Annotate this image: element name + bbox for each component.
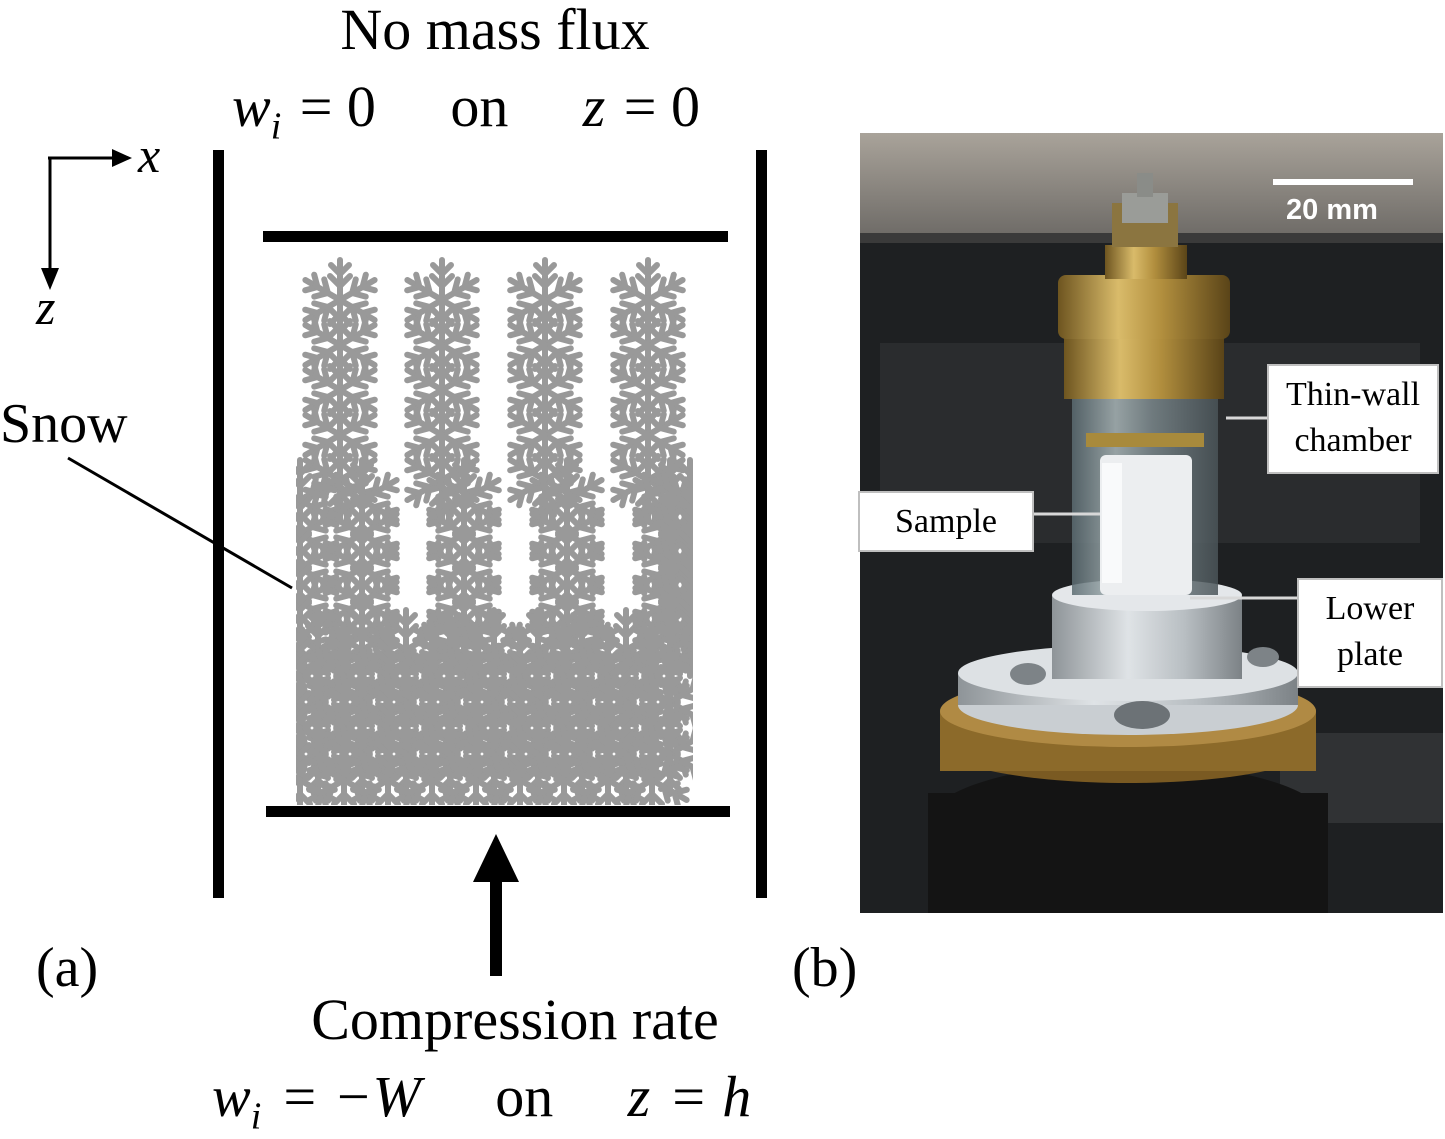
top-eq-w: w bbox=[232, 74, 271, 139]
callout-chamber-line2: chamber bbox=[1294, 422, 1412, 459]
snow-label: Snow bbox=[0, 393, 128, 455]
top-eq-z: z bbox=[582, 74, 606, 139]
right-wall bbox=[756, 150, 767, 898]
top-eq-rhs: = 0 bbox=[299, 74, 376, 139]
compression-arrow-head bbox=[473, 834, 519, 882]
bottom-eq-rhs: = −W bbox=[279, 1064, 421, 1129]
callout-sample: Sample bbox=[858, 491, 1034, 552]
compression-arrow-shaft bbox=[490, 878, 502, 976]
x-axis-arrowhead bbox=[112, 149, 132, 167]
callout-chamber-line1: Thin-wall bbox=[1285, 376, 1421, 413]
panel-a-label: (a) bbox=[36, 937, 99, 999]
axes-diagram bbox=[41, 149, 132, 290]
snow-sample bbox=[260, 260, 729, 820]
left-wall bbox=[213, 150, 224, 898]
z-axis-arrowhead bbox=[41, 268, 59, 290]
callout-lower-line2: plate bbox=[1336, 636, 1404, 673]
bottom-eq-z: z bbox=[627, 1064, 651, 1129]
top-eq-zval: = 0 bbox=[623, 74, 701, 139]
bottom-eq-w: w bbox=[212, 1064, 251, 1129]
top-eq-sub: i bbox=[270, 105, 282, 148]
bottom-eq-on: on bbox=[495, 1064, 554, 1129]
scale-bar bbox=[1273, 179, 1413, 185]
bottom-equation: wi = −W on z = h bbox=[212, 1062, 751, 1139]
callout-lower-plate: Lower plate bbox=[1297, 578, 1443, 688]
panel-b-label: (b) bbox=[792, 937, 858, 999]
top-title: No mass flux bbox=[340, 0, 650, 62]
bottom-title: Compression rate bbox=[311, 987, 719, 1052]
top-equation: wi = 0 on z = 0 bbox=[232, 72, 700, 149]
scale-bar-label: 20 mm bbox=[1286, 194, 1378, 226]
bottom-eq-sub: i bbox=[250, 1095, 262, 1138]
lower-plate-line bbox=[266, 806, 730, 817]
z-axis-label: z bbox=[36, 279, 56, 335]
upper-plate bbox=[263, 231, 728, 242]
callout-thin-wall-chamber: Thin-wall chamber bbox=[1267, 364, 1439, 474]
compression-diagram bbox=[67, 150, 767, 976]
x-axis-label: x bbox=[138, 127, 161, 183]
bottom-eq-zval: = h bbox=[668, 1064, 752, 1129]
snow-leader-line bbox=[67, 456, 293, 590]
callout-lower-line1: Lower bbox=[1325, 590, 1415, 627]
top-eq-on: on bbox=[450, 74, 509, 139]
